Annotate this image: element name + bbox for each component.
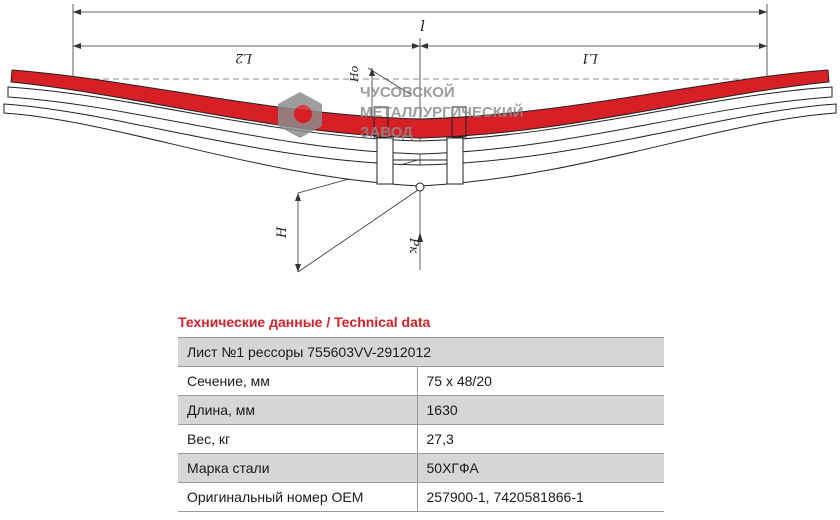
technical-data-table: Лист №1 рессоры 755603VV-2912012 Сечение…: [178, 337, 665, 512]
label-total-length: l: [420, 16, 425, 34]
row-label: Вес, кг: [178, 424, 417, 454]
table-row: Вес, кг 27,3: [178, 424, 665, 454]
row-label: Марка стали: [178, 453, 417, 483]
logo-line-3: ЗАВОД: [360, 124, 413, 141]
clamp-plate-right: [446, 137, 464, 185]
center-bolt: [415, 182, 425, 192]
row-label: Сечение, мм: [178, 366, 417, 396]
logo-line-2: МЕТАЛЛУРГИЧЕСКИЙ: [360, 103, 524, 121]
logo-line-1: ЧУСОВСКОЙ: [360, 83, 455, 101]
row-label: Длина, мм: [178, 395, 417, 425]
row-value: 27,3: [416, 424, 665, 454]
label-l2: L2: [235, 50, 253, 65]
table-header-row: Лист №1 рессоры 755603VV-2912012: [178, 337, 665, 367]
table-row: Длина, мм 1630: [178, 395, 665, 425]
row-value: 1630: [416, 395, 665, 425]
table-row: Сечение, мм 75 x 48/20: [178, 366, 665, 396]
leaf-spring-drawing: l L2 L1 Hо H Pк ЧУСОВСКОЙ МЕТАЛЛУРГИЧЕСК…: [3, 4, 837, 273]
row-label: Оригинальный номер OEM: [178, 482, 417, 512]
row-value: 50ХГФА: [416, 453, 665, 483]
table-header-cell: Лист №1 рессоры 755603VV-2912012: [178, 337, 665, 367]
company-logo-watermark: ЧУСОВСКОЙ МЕТАЛЛУРГИЧЕСКИЙ ЗАВОД: [278, 83, 524, 141]
label-ho: Hо: [348, 65, 361, 83]
label-l1: L1: [581, 50, 599, 65]
h-leader-bottom: [297, 189, 419, 273]
table-row: Оригинальный номер OEM 257900-1, 7420581…: [178, 482, 665, 512]
ho-leader: [367, 67, 411, 95]
technical-data-title: Технические данные / Technical data: [178, 314, 431, 330]
clamp-plate-left: [376, 137, 394, 185]
label-h: H: [275, 226, 290, 239]
table-row: Марка стали 50ХГФА: [178, 453, 665, 483]
label-force: Pк: [407, 237, 421, 254]
row-value: 75 x 48/20: [416, 366, 665, 396]
clamp-block-left: [373, 106, 389, 138]
row-value: 257900-1, 7420581866-1: [416, 482, 665, 512]
clamp-block-right: [451, 106, 467, 138]
spring-leaf-3: [3, 103, 837, 187]
